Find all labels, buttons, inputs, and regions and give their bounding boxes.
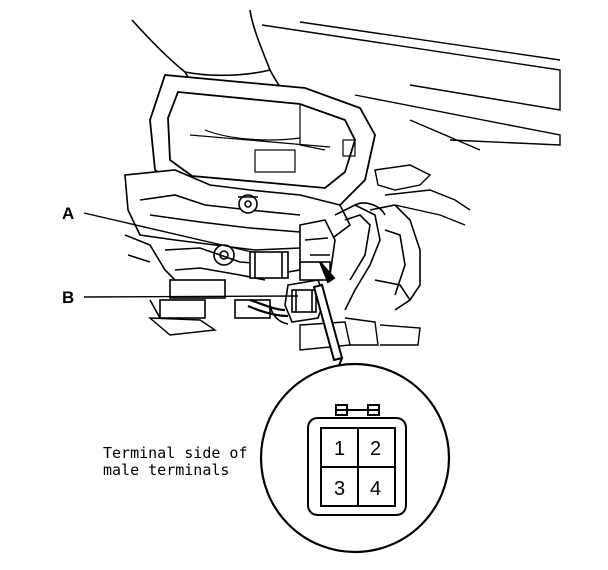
terminal-4: 4 bbox=[370, 478, 381, 500]
callout-b-label: B bbox=[62, 288, 74, 307]
connector-detail-circle: 1 2 3 4 bbox=[259, 362, 451, 554]
callout-leaders bbox=[83, 212, 299, 298]
leader-b bbox=[83, 295, 299, 298]
caption-line-1: Terminal side of bbox=[103, 444, 248, 462]
connector-a-assembly bbox=[249, 202, 421, 311]
leader-a bbox=[83, 212, 253, 253]
caption-line-2: male terminals bbox=[103, 461, 229, 479]
terminal-1: 1 bbox=[334, 438, 345, 460]
terminal-3: 3 bbox=[334, 478, 345, 500]
male-connector-face bbox=[307, 404, 407, 516]
shifter-base bbox=[124, 169, 352, 319]
terminal-2: 2 bbox=[370, 438, 381, 460]
callout-a-label: A bbox=[62, 204, 74, 223]
